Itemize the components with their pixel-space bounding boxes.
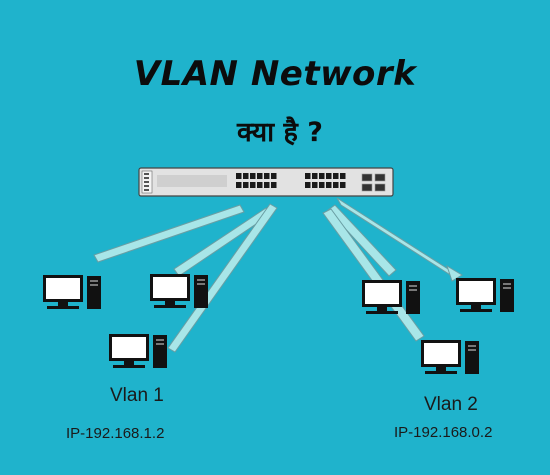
switch-port: [257, 182, 263, 188]
switch-port: [236, 173, 242, 179]
switch-uplink-port: [374, 183, 386, 192]
switch-port: [257, 173, 263, 179]
switch-port: [340, 173, 346, 179]
desktop-computer-icon: [421, 340, 479, 374]
desktop-computer-icon: [109, 334, 167, 368]
switch-port: [340, 182, 346, 188]
switch-ports: [305, 173, 346, 188]
switch-port: [250, 173, 256, 179]
vlan-1-label: Vlan 1: [110, 385, 164, 406]
switch-port: [319, 182, 325, 188]
switch-port: [305, 173, 311, 179]
switch-uplink-port: [374, 173, 386, 182]
switch-uplink-port: [361, 183, 373, 192]
diagram-title: VLAN Network: [133, 54, 417, 94]
desktop-computer-icon: [150, 274, 208, 308]
switch-port: [271, 173, 277, 179]
switch-port: [326, 173, 332, 179]
switch-port: [250, 182, 256, 188]
network-switch-icon: [138, 167, 394, 197]
vlan-1-ip: IP-192.168.1.2: [66, 425, 165, 442]
desktop-computer-icon: [43, 275, 101, 309]
link-lines: [93, 197, 463, 353]
link-to-pc-5: [322, 208, 425, 342]
switch-port: [319, 173, 325, 179]
switch-port: [333, 173, 339, 179]
switch-port: [271, 182, 277, 188]
link-to-pc-1: [93, 204, 245, 263]
desktop-computer-icon: [456, 278, 514, 312]
diagram-subtitle: क्या है ?: [237, 117, 323, 148]
switch-port: [236, 182, 242, 188]
switch-port: [333, 182, 339, 188]
switch-port: [305, 182, 311, 188]
switch-port: [243, 182, 249, 188]
vlan-2-label: Vlan 2: [424, 394, 478, 415]
switch-port: [243, 173, 249, 179]
switch-port: [312, 173, 318, 179]
switch-ports: [236, 173, 277, 188]
switch-port: [264, 173, 270, 179]
switch-uplink-port: [361, 173, 373, 182]
switch-port: [326, 182, 332, 188]
switch-uplink-ports: [361, 173, 386, 192]
switch-port: [312, 182, 318, 188]
link-to-pc-4: [327, 204, 397, 277]
switch-port: [264, 182, 270, 188]
desktop-computer-icon: [362, 280, 420, 314]
vlan-2-ip: IP-192.168.0.2: [394, 424, 493, 441]
